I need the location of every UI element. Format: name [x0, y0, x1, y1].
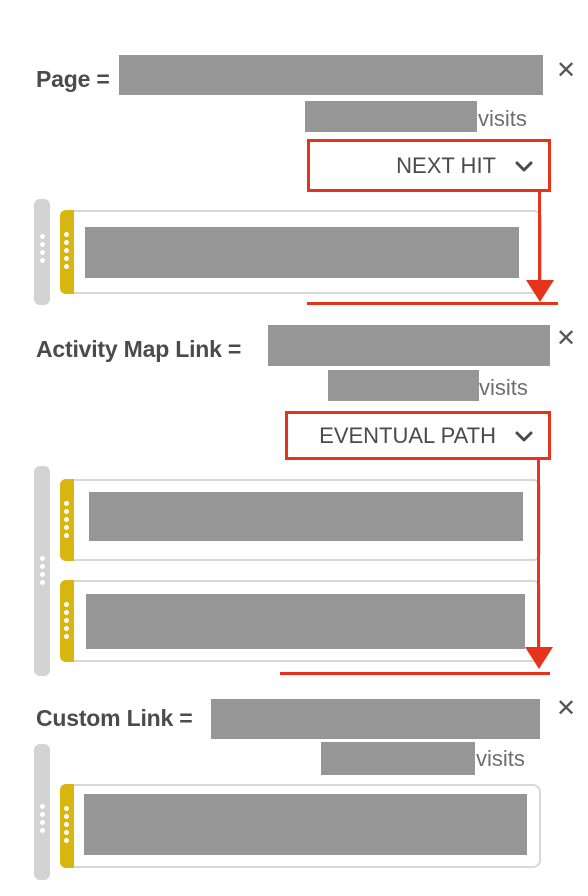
grip-icon: [64, 501, 69, 538]
card-drag-handle[interactable]: [60, 784, 74, 868]
step-rail[interactable]: [34, 466, 50, 676]
redacted-page-value: [119, 55, 543, 95]
step-rail[interactable]: [34, 199, 50, 305]
section-label-custom-link: Custom Link =: [36, 705, 193, 731]
card-drag-handle[interactable]: [60, 479, 74, 561]
close-icon[interactable]: ✕: [556, 324, 577, 352]
redacted-step-value: [84, 794, 527, 855]
arrow-head-icon: [525, 647, 553, 669]
annotation-arrow: [537, 460, 540, 652]
redacted-visits-count: [305, 101, 477, 132]
drag-handle-icon: [40, 556, 45, 585]
arrow-head-icon: [526, 280, 554, 302]
section-label-page: Page =: [36, 66, 110, 92]
card-drag-handle[interactable]: [60, 210, 74, 294]
visits-label: visits: [479, 375, 528, 400]
card-drag-handle[interactable]: [60, 580, 74, 662]
eventual-path-dropdown[interactable]: EVENTUAL PATH: [285, 411, 551, 460]
close-icon[interactable]: ✕: [556, 56, 577, 84]
step-rail[interactable]: [34, 744, 50, 880]
grip-icon: [64, 602, 69, 639]
annotation-underline: [307, 302, 558, 305]
next-hit-dropdown[interactable]: NEXT HIT: [307, 139, 551, 192]
annotation-underline: [280, 672, 550, 675]
grip-icon: [64, 806, 69, 843]
annotation-arrow: [538, 192, 541, 285]
section-label-activity-map-link: Activity Map Link =: [36, 336, 242, 362]
redacted-visits-count: [328, 370, 479, 401]
close-icon[interactable]: ✕: [556, 694, 577, 722]
redacted-activity-map-value: [268, 325, 550, 366]
dropdown-value: NEXT HIT: [396, 152, 496, 178]
grip-icon: [64, 232, 69, 269]
redacted-visits-count: [321, 742, 475, 775]
redacted-custom-link-value: [211, 699, 540, 739]
drag-handle-icon: [40, 804, 45, 833]
chevron-down-icon: [515, 161, 533, 171]
redacted-step-value: [86, 594, 525, 649]
drag-handle-icon: [40, 234, 45, 263]
visits-label: visits: [476, 746, 525, 771]
redacted-step-value: [89, 492, 523, 541]
dropdown-value: EVENTUAL PATH: [319, 422, 496, 448]
visits-label: visits: [478, 106, 527, 131]
chevron-down-icon: [515, 431, 533, 441]
redacted-step-value: [85, 227, 519, 278]
